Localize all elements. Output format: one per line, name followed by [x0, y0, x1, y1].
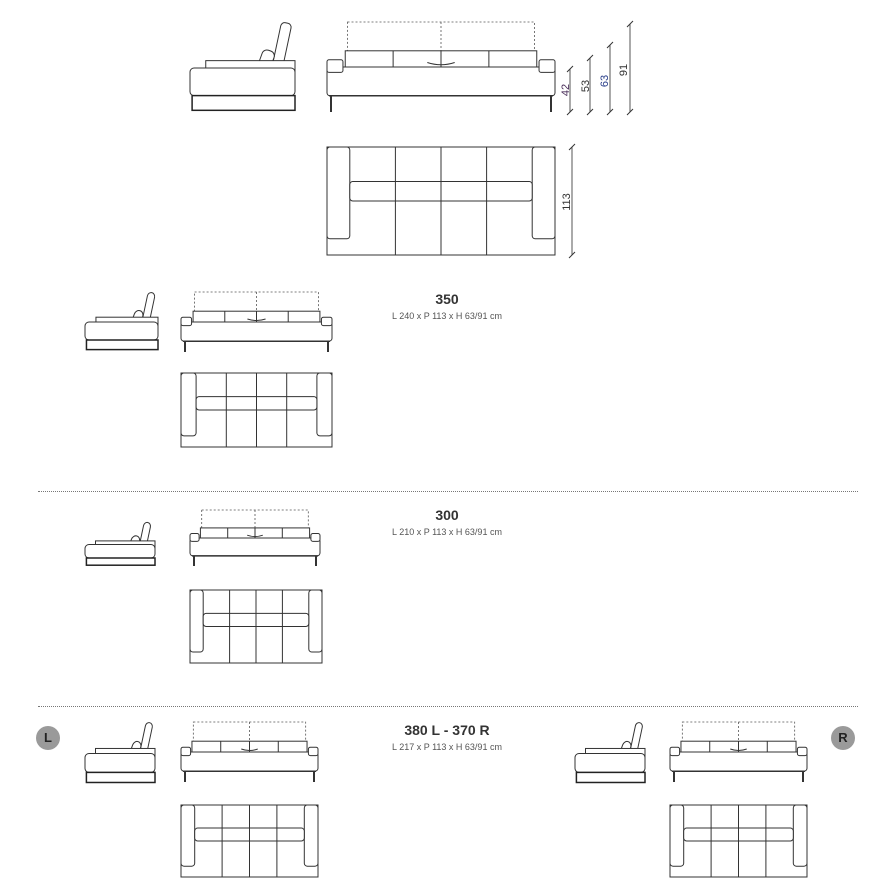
right-arm: [303, 804, 319, 867]
right-arm: [531, 146, 556, 240]
model-380-370-info: 380 L - 370 R L 217 x P 113 x H 63/91 cm: [347, 722, 547, 752]
section-divider: [38, 491, 858, 492]
300-side-view: [84, 521, 156, 566]
main-front-view: [326, 21, 556, 112]
380L-side-view: [84, 722, 156, 784]
seat: [84, 753, 156, 773]
height-label-91: 91: [618, 63, 631, 77]
dimension-tick: [606, 108, 614, 116]
350-front-view: [180, 291, 333, 352]
left-arm: [189, 533, 200, 542]
370R-side-view: [574, 722, 646, 784]
left-arm: [669, 804, 685, 867]
380L-front-view: [180, 721, 319, 782]
right-arm: [307, 746, 319, 757]
plinth: [575, 771, 646, 784]
left-arm: [669, 746, 681, 757]
dimension-63: [606, 41, 614, 116]
dimension-tick: [586, 108, 594, 116]
model-350-info: 350 L 240 x P 113 x H 63/91 cm: [347, 291, 547, 321]
model-name: 380 L - 370 R: [404, 722, 490, 738]
seat: [84, 321, 159, 341]
seat: [189, 67, 296, 97]
main-side-view: [189, 22, 296, 112]
model-name: 300: [435, 507, 459, 523]
seat-base: [180, 321, 333, 342]
left-arm: [180, 804, 196, 867]
seat: [84, 544, 156, 559]
right-arm: [538, 59, 556, 73]
dimension-tick: [626, 20, 634, 28]
model-dimensions: L 240 x P 113 x H 63/91 cm: [392, 311, 502, 321]
left-arm: [326, 146, 351, 240]
section-divider: [38, 706, 858, 707]
dimension-tick: [566, 65, 574, 73]
left-arm: [180, 746, 192, 757]
height-label-42: 42: [560, 83, 573, 97]
left-arm: [180, 372, 197, 437]
dimension-91: [626, 20, 634, 116]
plinth: [85, 771, 156, 784]
plinth: [85, 557, 156, 566]
dimension-tick: [606, 41, 614, 49]
350-plan-view: [180, 372, 333, 448]
left-arm: [326, 59, 344, 73]
plinth: [85, 339, 159, 351]
left-arm: [189, 589, 204, 653]
dimension-tick: [626, 108, 634, 116]
height-label-63: 63: [599, 74, 612, 88]
model-dimensions: L 217 x P 113 x H 63/91 cm: [392, 742, 502, 752]
right-arm: [308, 589, 323, 653]
dimension-42: [566, 65, 574, 116]
350-side-view: [84, 292, 159, 351]
300-plan-view: [189, 589, 323, 664]
right-arm: [796, 746, 808, 757]
seat-base: [189, 537, 321, 557]
model-300-info: 300 L 210 x P 113 x H 63/91 cm: [347, 507, 547, 537]
dimension-113: [568, 143, 576, 259]
seat-base: [326, 66, 556, 97]
depth-label-113: 113: [560, 193, 573, 211]
dimension-tick: [586, 54, 594, 62]
right-arm: [316, 372, 333, 437]
main-plan-view: [326, 146, 556, 256]
dimension-tick: [568, 251, 576, 259]
right-arm: [792, 804, 808, 867]
right-arm: [320, 316, 333, 327]
dimension-53: [586, 54, 594, 116]
plinth: [191, 94, 296, 112]
model-dimensions: L 210 x P 113 x H 63/91 cm: [392, 527, 502, 537]
right-arm: [310, 533, 321, 542]
right-version-badge: R: [831, 726, 855, 750]
seat-base: [669, 751, 808, 772]
dimension-tick: [568, 143, 576, 151]
380L-plan-view: [180, 804, 319, 878]
seat: [574, 753, 646, 773]
370R-plan-view: [669, 804, 808, 878]
left-arm: [180, 316, 193, 327]
seat-base: [180, 751, 319, 772]
300-front-view: [189, 509, 321, 566]
left-version-badge: L: [36, 726, 60, 750]
height-label-53: 53: [580, 79, 593, 93]
model-name: 350: [435, 291, 459, 307]
370R-front-view: [669, 721, 808, 782]
dimension-tick: [566, 108, 574, 116]
